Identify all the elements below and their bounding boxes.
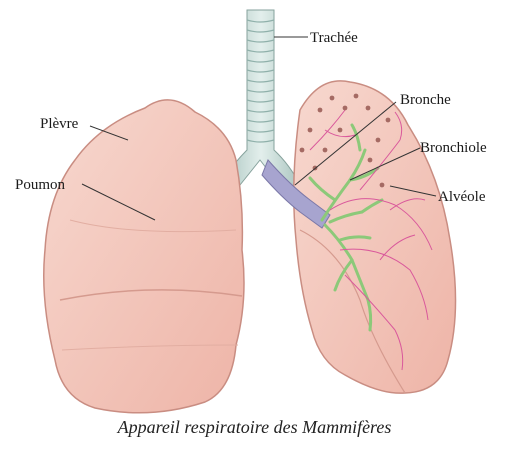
label-alveole: Alvéole bbox=[438, 189, 486, 205]
right-lung bbox=[294, 81, 456, 393]
label-poumon: Poumon bbox=[15, 177, 66, 193]
label-trachee: Trachée bbox=[310, 30, 358, 46]
left-lung bbox=[44, 100, 244, 413]
label-plevre: Plèvre bbox=[40, 116, 79, 132]
figure-caption: Appareil respiratoire des Mammifères bbox=[0, 417, 509, 438]
label-bronche: Bronche bbox=[400, 92, 451, 108]
label-bronchiole: Bronchiole bbox=[420, 140, 487, 156]
